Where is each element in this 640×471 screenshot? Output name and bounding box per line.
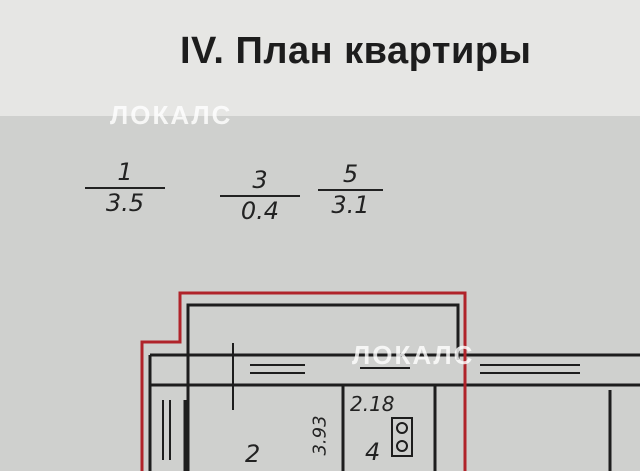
wall-dimension-label: 3.93 bbox=[309, 415, 331, 456]
page-title: IV. План квартиры bbox=[180, 30, 532, 72]
room-2-label: 2 bbox=[245, 440, 261, 468]
apartment-outline-red bbox=[140, 291, 467, 471]
document-header-area bbox=[0, 0, 640, 116]
room-fraction-5: 5 3.1 bbox=[318, 160, 383, 219]
watermark: ЛОКАЛС bbox=[352, 340, 475, 370]
balcony-outline bbox=[186, 303, 460, 471]
kitchen-height-label: 2.18 bbox=[350, 392, 395, 416]
watermark: ЛОКАЛС bbox=[110, 100, 233, 130]
room-fraction-3: 3 0.4 bbox=[220, 166, 300, 225]
room-4-label: 4 bbox=[365, 438, 381, 466]
room-fraction-1: 1 3.5 bbox=[85, 158, 165, 217]
